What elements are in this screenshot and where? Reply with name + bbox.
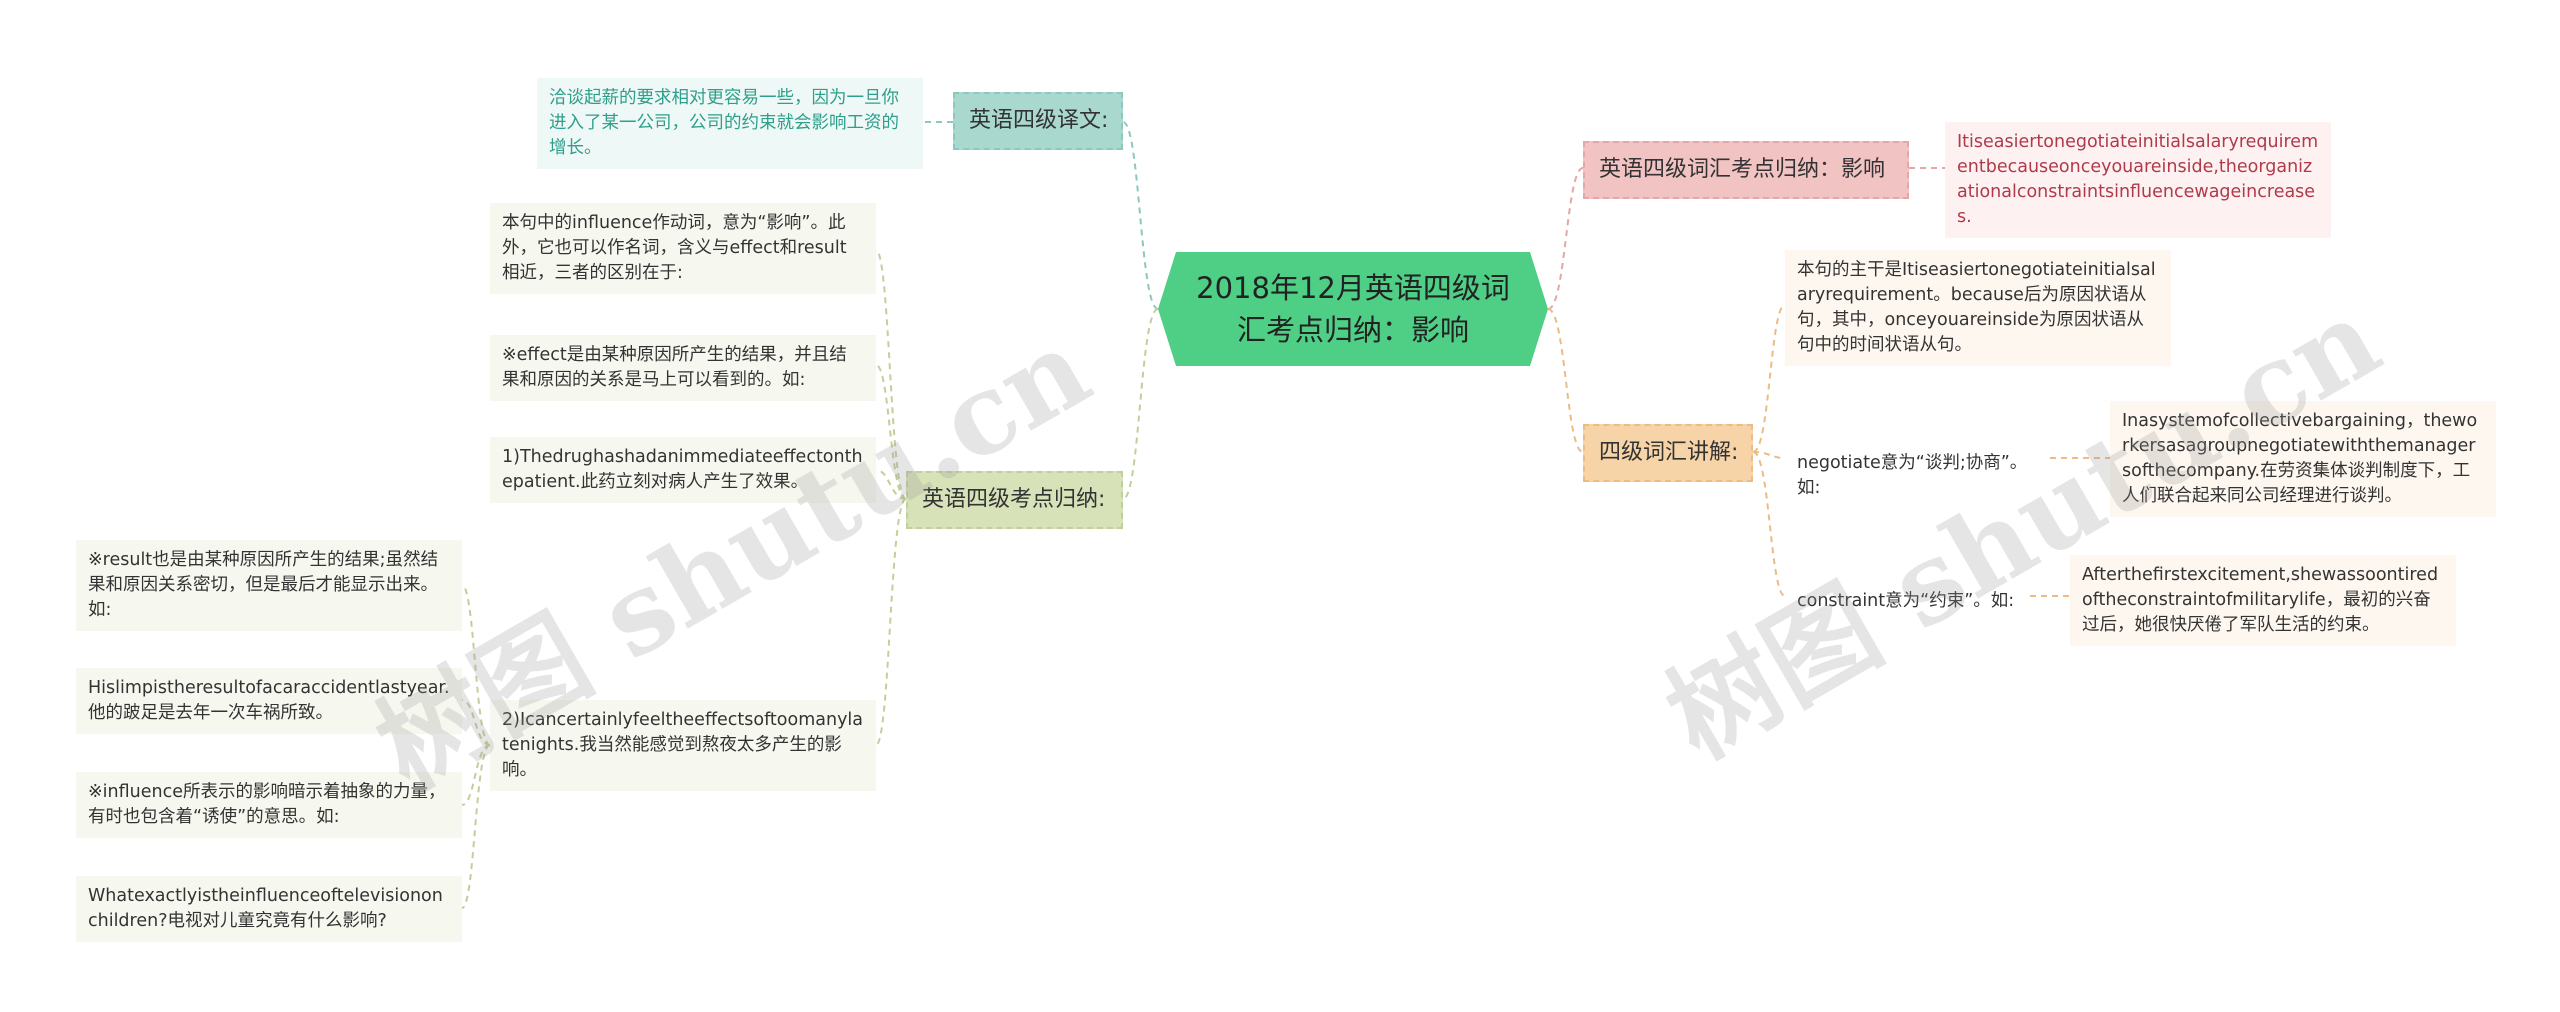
explanation-node-2[interactable]: negotiate意为“谈判;协商”。如: xyxy=(1785,443,2050,509)
sub-point-node-3[interactable]: ※influence所表示的影响暗示着抽象的力量，有时也包含着“诱使”的意思。如… xyxy=(76,772,462,838)
explanation-text-2: negotiate意为“谈判;协商”。如: xyxy=(1797,453,2028,498)
key-point-text-4: 2)Icancertainlyfeeltheeffectsoftoomanyla… xyxy=(502,710,864,780)
key-point-text-1: 本句中的influence作动词，意为“影响”。此外，它也可以作名词，含义与ef… xyxy=(502,213,847,283)
sub-point-node-4[interactable]: Whatexactlyistheinfluenceoftelevisiononc… xyxy=(76,876,462,942)
key-point-text-3: 1)Thedrughashadanimmediateeffectonthepat… xyxy=(502,447,863,492)
explanation-text-3: constraint意为“约束”。如: xyxy=(1797,591,2015,611)
branch-vocab-summary[interactable]: 英语四级词汇考点归纳：影响 xyxy=(1583,141,1909,199)
branch-vocab-summary-label: 英语四级词汇考点归纳：影响 xyxy=(1599,157,1886,182)
explanation-sub-node-1[interactable]: Inasystemofcollectivebargaining，theworke… xyxy=(2110,401,2496,517)
sub-point-text-4: Whatexactlyistheinfluenceoftelevisiononc… xyxy=(88,886,443,931)
translation-text: 洽谈起薪的要求相对更容易一些，因为一旦你进入了某一公司，公司的约束就会影响工资的… xyxy=(549,88,899,158)
key-point-node-3[interactable]: 1)Thedrughashadanimmediateeffectonthepat… xyxy=(490,437,876,503)
vocab-sentence-text: Itiseasiertonegotiateinitialsalaryrequir… xyxy=(1957,132,2319,227)
branch-translation-label: 英语四级译文: xyxy=(969,108,1109,133)
branch-key-points-label: 英语四级考点归纳: xyxy=(922,487,1106,512)
explanation-sub-text-1: Inasystemofcollectivebargaining，theworke… xyxy=(2122,411,2478,506)
sub-point-text-1: ※result也是由某种原因所产生的结果;虽然结果和原因关系密切，但是最后才能显… xyxy=(88,550,439,620)
key-point-text-2: ※effect是由某种原因所产生的结果，并且结果和原因的关系是马上可以看到的。如… xyxy=(502,345,847,390)
explanation-sub-text-2: Afterthefirstexcitement,shewassoontiredo… xyxy=(2082,565,2439,635)
sub-point-text-2: Hislimpistheresultofacaraccidentlastyear… xyxy=(88,678,450,723)
explanation-sub-node-2[interactable]: Afterthefirstexcitement,shewassoontiredo… xyxy=(2070,555,2456,646)
key-point-node-1[interactable]: 本句中的influence作动词，意为“影响”。此外，它也可以作名词，含义与ef… xyxy=(490,203,876,294)
sub-point-node-2[interactable]: Hislimpistheresultofacaraccidentlastyear… xyxy=(76,668,462,734)
explanation-node-3[interactable]: constraint意为“约束”。如: xyxy=(1785,581,2030,622)
explanation-node-1[interactable]: 本句的主干是Itiseasiertonegotiateinitialsalary… xyxy=(1785,250,2171,366)
vocab-sentence-node[interactable]: Itiseasiertonegotiateinitialsalaryrequir… xyxy=(1945,122,2331,238)
root-title: 2018年12月英语四级词汇考点归纳：影响 xyxy=(1196,271,1510,347)
sub-point-text-3: ※influence所表示的影响暗示着抽象的力量，有时也包含着“诱使”的意思。如… xyxy=(88,782,446,827)
translation-text-node[interactable]: 洽谈起薪的要求相对更容易一些，因为一旦你进入了某一公司，公司的约束就会影响工资的… xyxy=(537,78,923,169)
sub-point-node-1[interactable]: ※result也是由某种原因所产生的结果;虽然结果和原因关系密切，但是最后才能显… xyxy=(76,540,462,631)
branch-key-points[interactable]: 英语四级考点归纳: xyxy=(906,471,1123,529)
branch-vocab-explanation[interactable]: 四级词汇讲解: xyxy=(1583,424,1753,482)
explanation-text-1: 本句的主干是Itiseasiertonegotiateinitialsalary… xyxy=(1797,260,2156,355)
branch-vocab-explanation-label: 四级词汇讲解: xyxy=(1599,440,1739,465)
root-topic[interactable]: 2018年12月英语四级词汇考点归纳：影响 xyxy=(1158,252,1548,366)
key-point-node-4[interactable]: 2)Icancertainlyfeeltheeffectsoftoomanyla… xyxy=(490,700,876,791)
branch-translation[interactable]: 英语四级译文: xyxy=(953,92,1123,150)
key-point-node-2[interactable]: ※effect是由某种原因所产生的结果，并且结果和原因的关系是马上可以看到的。如… xyxy=(490,335,876,401)
